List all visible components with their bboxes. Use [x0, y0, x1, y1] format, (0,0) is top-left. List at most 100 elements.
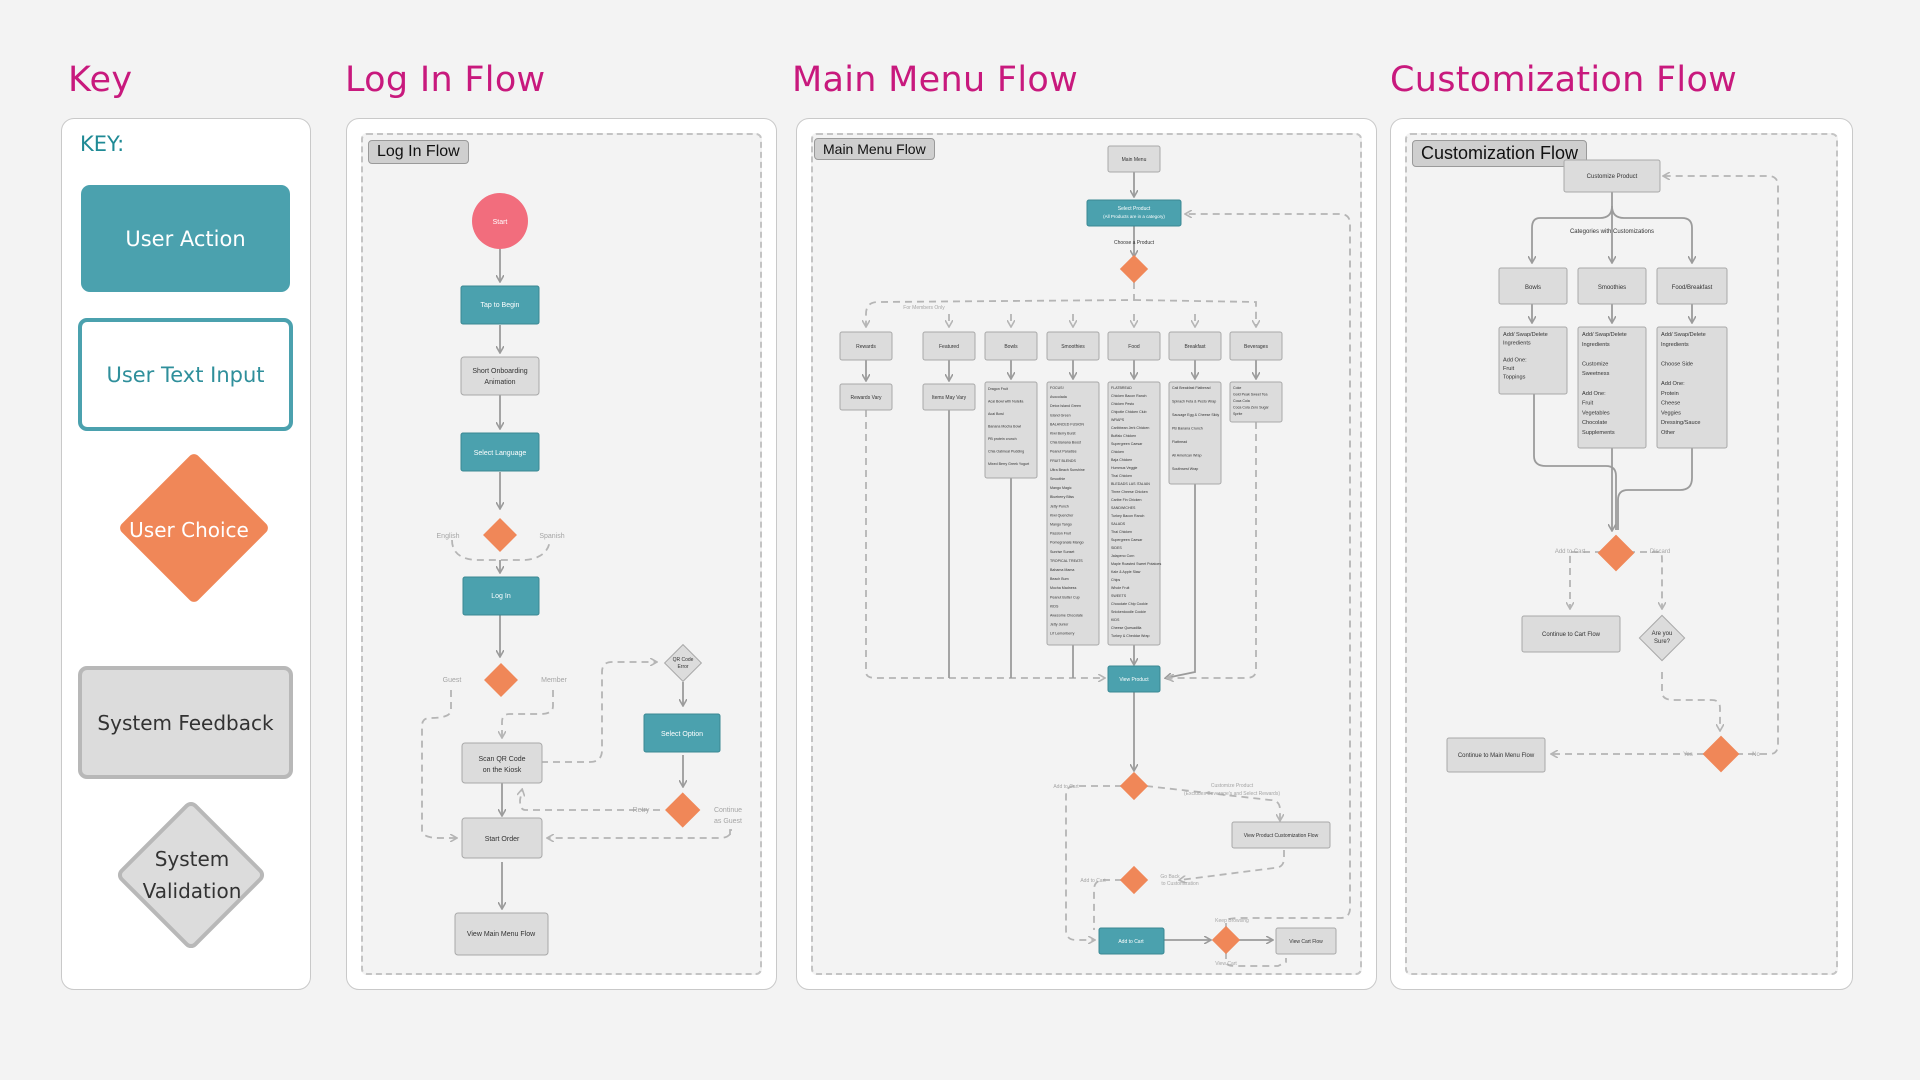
food-item: Chipotle Chicken Club: [1111, 410, 1147, 414]
beverage-item: Coca Cola: [1233, 399, 1250, 403]
bowls-option: Add One:: [1503, 358, 1527, 364]
smoothie-item: Lil' Lemonberry: [1050, 632, 1075, 636]
yes-label: Yes: [1683, 752, 1693, 758]
food-option: Protein: [1661, 391, 1679, 397]
add-to-cart-label: Add to Cart: [1555, 549, 1586, 555]
food-item: FLATBREAD: [1111, 386, 1132, 390]
bowls-item: Dragon Fruit: [988, 387, 1008, 391]
smoothie-item: Avocolada: [1050, 395, 1067, 399]
onboarding-label-2: Animation: [484, 379, 515, 386]
beverage-item: Sprite: [1233, 412, 1242, 416]
breakfast-item: Flatbread: [1172, 440, 1187, 444]
bowls-item: Acai Bowl with Nutella: [988, 400, 1023, 404]
food-item: Chicken Bacon Ranch: [1111, 394, 1147, 398]
food-item: Chips: [1111, 578, 1120, 582]
food-option: Ingredients: [1661, 342, 1689, 348]
food-option: Other: [1661, 430, 1675, 436]
smoothie-item: Mango Tango: [1050, 523, 1072, 527]
food-item: SWEETS: [1111, 594, 1127, 598]
category-smoothies-label: Smoothies: [1061, 344, 1085, 350]
login-flow-tag: Log In Flow: [368, 140, 469, 164]
select-product-label-2: (All Products are in a category): [1103, 214, 1165, 219]
bowls-node: [1498, 267, 1568, 305]
view-main-menu-node: [454, 912, 549, 956]
beverage-item: Coca Cola Zero Sugar: [1233, 406, 1270, 410]
onboarding-label-1: Short Onboarding: [472, 368, 527, 375]
smoothie-item: Detox Island Green: [1050, 404, 1081, 408]
food-item: Jalapeno Corn: [1111, 554, 1134, 558]
food-items-box: [1107, 381, 1161, 646]
start-order-label: Start Order: [485, 836, 520, 843]
log-in-label: Log In: [491, 593, 511, 600]
continue-main-node: [1446, 737, 1546, 773]
food-option: Dressing/Sauce: [1661, 420, 1701, 426]
breakfast-items-box: [1168, 381, 1222, 485]
are-you-label-2: Sure?: [1654, 639, 1671, 645]
smoothies-node: [1577, 267, 1647, 305]
food-item: SALADS: [1111, 522, 1126, 526]
smoothie-item: Mocha Madness: [1050, 586, 1077, 590]
food-item: Whole Fruit: [1111, 586, 1129, 590]
customize-product-node: [1563, 159, 1661, 193]
continue-cart-node: [1521, 615, 1621, 653]
qr-error-label-2: Error: [677, 664, 688, 670]
category-beverages: [1229, 331, 1283, 361]
login-flow-diagram: Start Tap to Begin Short Onboarding Anim…: [421, 193, 742, 956]
tap-to-begin-label: Tap to Begin: [481, 302, 520, 309]
smoothie-item: Passion Fruit: [1050, 532, 1071, 536]
smoothies-items-box: [1046, 381, 1100, 646]
main-menu-flow-tag: Main Menu Flow: [814, 138, 935, 160]
smoothie-item: Sunrise Sunset: [1050, 550, 1074, 554]
customize-product-label: Customize Product: [1587, 174, 1638, 180]
key-system-validation-line2: Validation: [142, 879, 242, 903]
food-item: SANDWICHES: [1111, 506, 1136, 510]
bowls-option: Fruit: [1503, 366, 1515, 372]
view-customization-label: View Product Customization Flow: [1244, 833, 1319, 839]
smoothie-item: FRUIT BLENDS: [1050, 459, 1076, 463]
food-option: Add/ Swap/Delete: [1661, 332, 1706, 338]
category-food: [1107, 331, 1161, 361]
smoothie-item: Chia Banana Boost: [1050, 441, 1081, 445]
start-node: [472, 193, 528, 249]
breakfast-item: Spinach Feta & Pesto Wrap: [1172, 400, 1216, 404]
smoothie-item: Peanut Paradise: [1050, 450, 1077, 454]
beverage-item: Gold Peak Sweet Tea: [1233, 393, 1268, 397]
scan-qr-node: [461, 742, 543, 784]
view-product-label: View Product: [1119, 677, 1149, 683]
food-item: Chocolate Chip Cookie: [1111, 602, 1148, 606]
language-choice-diamond: [483, 518, 517, 552]
category-food-label: Food: [1128, 344, 1140, 350]
continue-guest-label-2: as Guest: [714, 818, 742, 825]
smoothie-item: KIDS: [1050, 604, 1059, 608]
food-options-box: [1656, 326, 1728, 449]
qr-error-label-1: QR Code: [673, 657, 694, 663]
customization-flow-title: Customization Flow: [1390, 60, 1738, 100]
category-bowls-label: Bowls: [1004, 344, 1018, 350]
food-item: KIDS: [1111, 618, 1120, 622]
smoothies-option: Chocolate: [1582, 420, 1607, 426]
categories-label: Categories with Customizations: [1570, 229, 1654, 235]
breakfast-item: Southwest Wrap: [1172, 467, 1198, 471]
key-label: KEY:: [80, 132, 125, 156]
main-menu-flow-diagram: Main Menu Select Product (All Products a…: [839, 145, 1351, 967]
food-item: Caribbean Jerk Chicken: [1111, 426, 1149, 430]
smoothies-option: Ingredients: [1582, 342, 1610, 348]
bowls-items-box: [984, 381, 1038, 479]
continue-main-label: Continue to Main Menu Flow: [1458, 753, 1535, 759]
smoothie-item: Jetty Junior: [1050, 623, 1069, 627]
key-system-validation-line1: System: [154, 847, 230, 871]
smoothie-item: Ultra Beach Sunshine: [1050, 468, 1085, 472]
bowls-option: Ingredients: [1503, 341, 1531, 347]
main-menu-flow-title: Main Menu Flow: [792, 60, 1078, 100]
smoothies-option: Vegetables: [1582, 410, 1610, 416]
smoothie-item: Kiwi Quencher: [1050, 513, 1074, 517]
category-rewards-label: Rewards: [856, 344, 876, 350]
category-beverages-label: Beverages: [1244, 344, 1268, 350]
bowls-options-box: [1498, 326, 1568, 395]
smoothie-item: Island Green: [1050, 413, 1071, 417]
smoothies-options-box: [1577, 326, 1647, 449]
smoothies-option: Add/ Swap/Delete: [1582, 332, 1627, 338]
food-item: Thai Chicken: [1111, 530, 1132, 534]
